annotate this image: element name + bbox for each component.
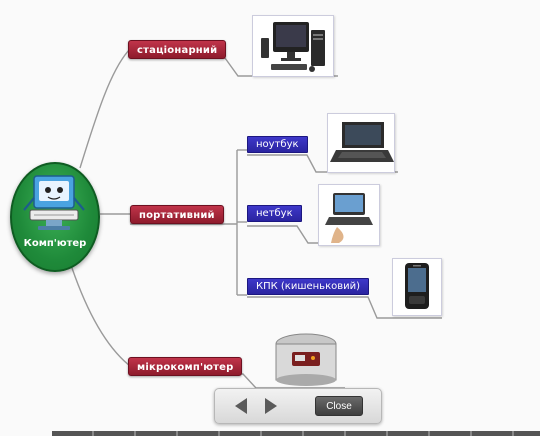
- navigation-bar: Close: [214, 388, 382, 424]
- computer-mascot-icon: [23, 175, 85, 230]
- laptop-thumbnail: [327, 113, 395, 173]
- right-arrow-icon[interactable]: [265, 398, 277, 414]
- root-label: Комп'ютер: [23, 238, 87, 249]
- netbook-thumbnail: [318, 184, 380, 246]
- branch-stationary[interactable]: стаціонарний: [128, 40, 227, 59]
- left-arrow-icon[interactable]: [235, 398, 247, 414]
- branch-portable[interactable]: портативний: [130, 205, 224, 224]
- multicooker-icon: [275, 333, 337, 386]
- desktop-thumbnail: [252, 15, 334, 77]
- child-laptop[interactable]: ноутбук: [247, 136, 308, 153]
- child-pda[interactable]: КПК (кишеньковий): [247, 278, 370, 295]
- pda-thumbnail: [392, 258, 442, 316]
- bottom-toolbar-edge: [52, 431, 540, 436]
- desktop-computer-icon: [261, 22, 325, 72]
- pda-icon: [405, 263, 429, 309]
- close-button[interactable]: Close: [315, 396, 363, 416]
- child-netbook[interactable]: нетбук: [247, 205, 302, 222]
- laptop-icon: [330, 122, 394, 162]
- branch-microcomputer[interactable]: мікрокомп'ютер: [128, 357, 243, 376]
- root-node[interactable]: Комп'ютер: [10, 162, 100, 272]
- multicooker-thumbnail: [268, 330, 344, 388]
- netbook-icon: [325, 193, 373, 243]
